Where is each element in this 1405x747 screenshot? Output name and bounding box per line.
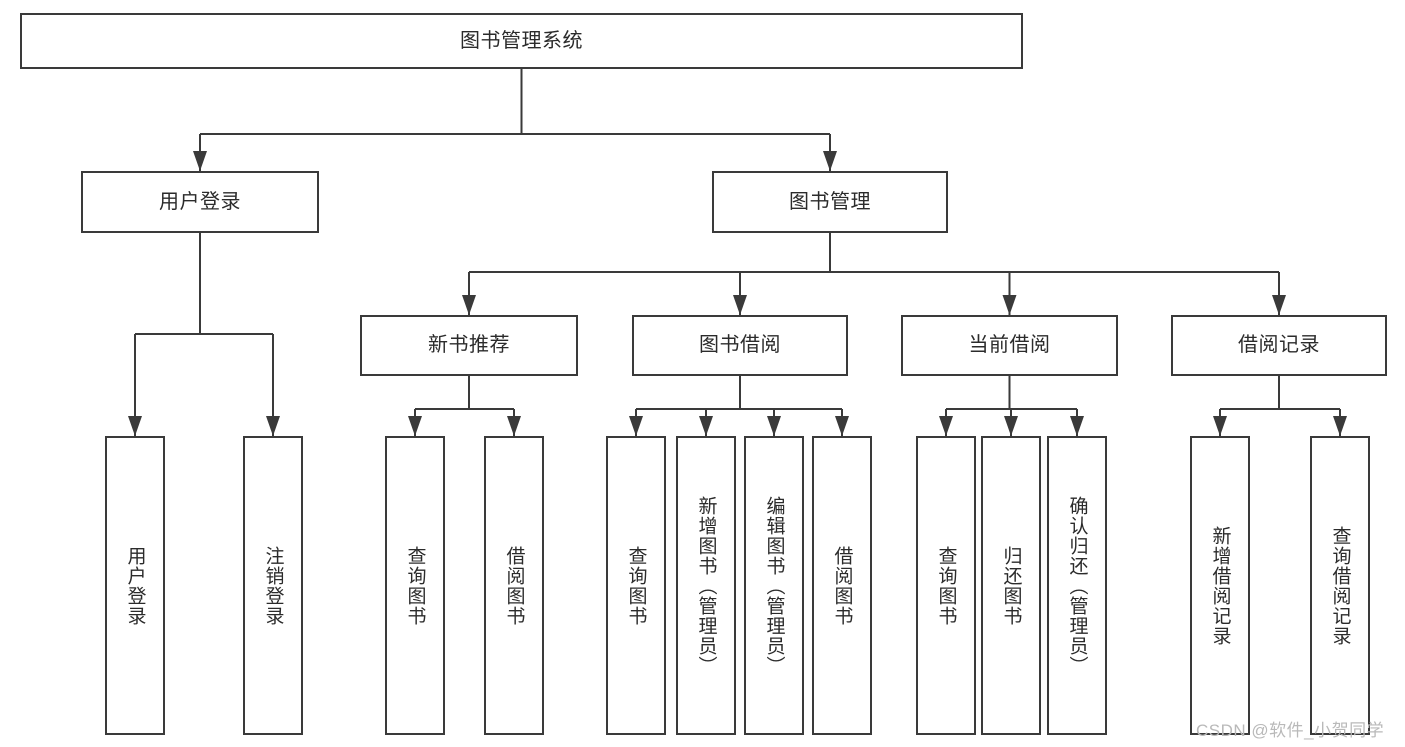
node-leaf-cur-3[interactable]: 确认归还（管理员） — [1047, 436, 1107, 735]
arrow-head-icon — [835, 416, 849, 436]
node-leaf-bor-4[interactable]: 借阅图书 — [812, 436, 872, 735]
arrow-head-icon — [193, 151, 207, 171]
node-label: 借阅记录 — [1238, 334, 1320, 357]
arrow-head-icon — [629, 416, 643, 436]
node-label: 注销登录 — [262, 545, 284, 626]
arrow-head-icon — [699, 416, 713, 436]
node-leaf-bor-2[interactable]: 新增图书（管理员） — [676, 436, 736, 735]
watermark-text: CSDN @软件_小贺同学 — [1196, 721, 1385, 740]
node-label: 查询图书 — [935, 545, 957, 626]
arrow-head-icon — [1333, 416, 1347, 436]
arrow-head-icon — [462, 295, 476, 315]
node-label: 用户登录 — [159, 190, 241, 213]
node-leaf-cur-2[interactable]: 归还图书 — [981, 436, 1041, 735]
node-label: 查询图书 — [404, 545, 426, 626]
node-label: 新增借阅记录 — [1209, 525, 1231, 646]
node-label: 归还图书 — [1000, 545, 1022, 626]
node-records[interactable]: 借阅记录 — [1171, 315, 1387, 376]
node-leaf-rec-2[interactable]: 查询借阅记录 — [1310, 436, 1370, 735]
node-current[interactable]: 当前借阅 — [901, 315, 1118, 376]
arrow-head-icon — [733, 295, 747, 315]
arrow-head-icon — [1004, 416, 1018, 436]
arrow-head-icon — [408, 416, 422, 436]
node-label: 借阅图书 — [503, 545, 525, 626]
node-bookmgmt[interactable]: 图书管理 — [712, 171, 948, 233]
arrow-head-icon — [128, 416, 142, 436]
arrow-head-icon — [939, 416, 953, 436]
arrow-head-icon — [266, 416, 280, 436]
node-login[interactable]: 用户登录 — [81, 171, 319, 233]
node-root[interactable]: 图书管理系统 — [20, 13, 1023, 69]
connector-group — [128, 69, 1347, 436]
node-label: 确认归还（管理员） — [1066, 495, 1088, 676]
arrow-head-icon — [1213, 416, 1227, 436]
node-newbook[interactable]: 新书推荐 — [360, 315, 578, 376]
node-label: 用户登录 — [124, 545, 146, 626]
node-leaf-bor-1[interactable]: 查询图书 — [606, 436, 666, 735]
node-label: 查询借阅记录 — [1329, 525, 1351, 646]
node-label: 查询图书 — [625, 545, 647, 626]
node-label: 新增图书（管理员） — [695, 495, 717, 676]
node-label: 编辑图书（管理员） — [763, 495, 785, 676]
node-leaf-bor-3[interactable]: 编辑图书（管理员） — [744, 436, 804, 735]
node-label: 图书借阅 — [699, 334, 781, 357]
node-label: 当前借阅 — [968, 334, 1051, 357]
node-leaf-cur-1[interactable]: 查询图书 — [916, 436, 976, 735]
node-borrow[interactable]: 图书借阅 — [632, 315, 848, 376]
node-label: 新书推荐 — [428, 334, 510, 357]
node-leaf-login-2[interactable]: 注销登录 — [243, 436, 303, 735]
node-label: 图书管理系统 — [460, 29, 583, 52]
arrow-head-icon — [823, 151, 837, 171]
node-label: 借阅图书 — [831, 545, 853, 626]
node-label: 图书管理 — [789, 190, 871, 213]
node-leaf-new-2[interactable]: 借阅图书 — [484, 436, 544, 735]
node-leaf-new-1[interactable]: 查询图书 — [385, 436, 445, 735]
arrow-head-icon — [1272, 295, 1286, 315]
arrow-head-icon — [1070, 416, 1084, 436]
node-leaf-rec-1[interactable]: 新增借阅记录 — [1190, 436, 1250, 735]
node-leaf-login-1[interactable]: 用户登录 — [105, 436, 165, 735]
arrow-head-icon — [767, 416, 781, 436]
arrow-head-icon — [1002, 295, 1017, 315]
arrow-head-icon — [507, 416, 521, 436]
